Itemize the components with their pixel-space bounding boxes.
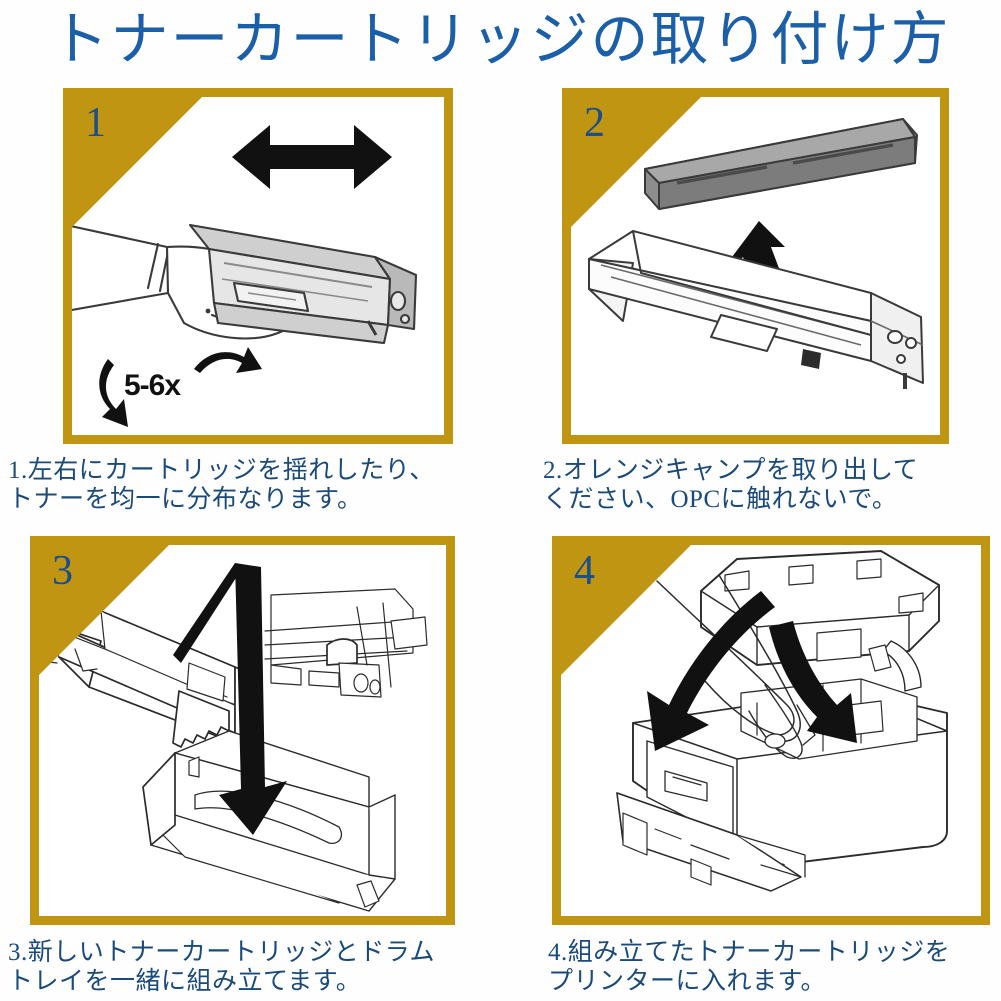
panel-4-inner: 4 xyxy=(561,545,981,916)
panel-3-illustration xyxy=(39,545,446,916)
page-title: トナーカートリッジの取り付け方 xyxy=(50,7,951,72)
panel-1-number: 1 xyxy=(85,100,106,146)
caption-step-2: 2.オレンジキャンプを取り出して ください、OPCに触れないで。 xyxy=(543,457,919,513)
panel-2-illustration xyxy=(571,97,940,435)
panel-4-number: 4 xyxy=(574,548,595,594)
panel-2-number: 2 xyxy=(584,100,605,146)
rotate-arrows-icon xyxy=(99,347,262,427)
caption-step-4: 4.組み立てたトナーカートリッジを プリンターに入れます。 xyxy=(548,939,951,995)
panel-2-inner: 2 xyxy=(571,97,940,435)
orange-protective-cap-strip xyxy=(644,118,918,210)
panel-1-inner: 5-6x 1 xyxy=(72,97,444,435)
panel-1-illustration xyxy=(72,97,444,435)
panel-step-3: 3 xyxy=(30,536,455,925)
panel-step-4: 4 xyxy=(552,536,990,925)
caption-step-1: 1.左右にカートリッジを揺れしたり、 トナーを均一に分布なります。 xyxy=(8,457,435,513)
panel-3-inner: 3 xyxy=(39,545,446,916)
panel-step-2: 2 xyxy=(562,88,949,444)
double-headed-horizontal-arrow xyxy=(232,125,392,189)
panel-3-number: 3 xyxy=(52,548,73,594)
panel-1-rotation-annotation xyxy=(72,97,444,435)
rotation-count-label: 5-6x xyxy=(124,369,181,402)
caption-step-3: 3.新しいトナーカートリッジとドラム トレイを一緒に組み立てます。 xyxy=(8,939,436,995)
panel-step-1: 5-6x 1 xyxy=(63,88,453,444)
panel-4-illustration xyxy=(561,545,981,916)
down-arrow-icon xyxy=(219,563,287,835)
curved-insert-arrows-icon xyxy=(647,591,857,751)
